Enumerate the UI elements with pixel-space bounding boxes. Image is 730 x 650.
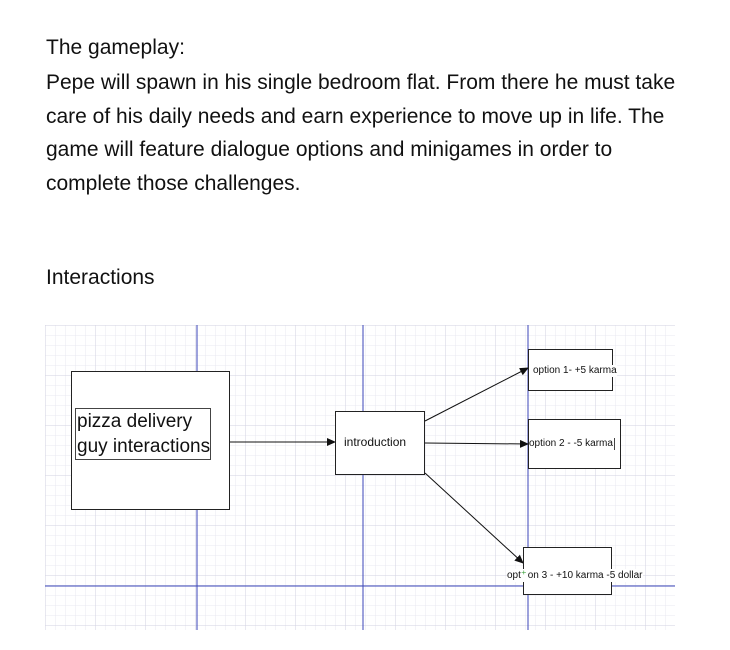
interaction-diagram: pizza delivery guy interactions introduc…: [45, 325, 675, 630]
option-3-label-end: on 3 - +10 karma -5 dollar: [527, 570, 643, 581]
pizza-delivery-node: pizza delivery guy interactions: [71, 371, 230, 510]
connector-intro-opt2: [424, 439, 529, 448]
option-2-label: option 2 - -5 karma: [529, 438, 615, 450]
connector-intro-opt3: [424, 472, 524, 564]
connector-intro-opt1: [424, 367, 529, 422]
interactions-heading: Interactions: [46, 266, 155, 289]
pizza-delivery-label: pizza delivery guy interactions: [75, 408, 212, 460]
section-heading: The gameplay:: [46, 36, 185, 59]
text-cursor-icon: ⁺: [520, 569, 527, 581]
option-3-label-start: opt: [507, 570, 521, 581]
option-1-label: option 1- +5 karma: [533, 365, 617, 377]
introduction-node: introduction: [335, 411, 425, 475]
gameplay-paragraph: Pepe will spawn in his single bedroom fl…: [46, 71, 676, 195]
introduction-label: introduction: [344, 435, 407, 449]
option-3-label: opt⁺on 3 - +10 karma -5 dollar: [507, 569, 643, 582]
